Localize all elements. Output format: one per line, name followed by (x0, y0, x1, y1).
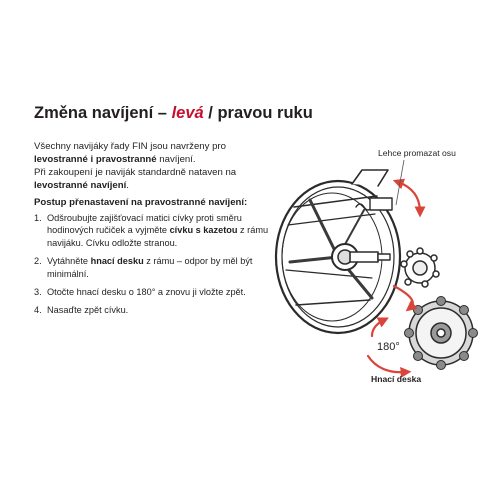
page-title: Změna navíjení – levá / pravou ruku (34, 104, 313, 123)
step-item: 4. Nasaďte zpět cívku. (34, 304, 274, 316)
intro-bold: levostranné navíjení (34, 180, 127, 191)
step-text: Vytáhněte (47, 256, 91, 267)
step-text: Odšroubujte zajišťovací matici cívky pro… (47, 213, 242, 236)
label-drive-plate: Hnací deska (371, 374, 422, 384)
label-lubricate-axle: Lehce promazat osu (378, 148, 456, 158)
reel-frame (274, 169, 402, 335)
step-item: 2. Vytáhněte hnací desku z rámu – odpor … (34, 255, 274, 280)
step-number: 2. (34, 256, 42, 267)
step-text: Nasaďte zpět cívku. (47, 305, 129, 316)
step-text: z rámu navijáku. Cívku odložte stranou. (47, 225, 269, 248)
step-bold: hnací desku (90, 256, 144, 267)
direction-arrows (366, 178, 426, 378)
nut-gear (400, 247, 440, 288)
intro-line: Při zakoupení je naviják standardně nata… (34, 167, 237, 178)
oil-leader-line (395, 159, 405, 206)
title-text: Změna navíjení – (34, 104, 172, 122)
step-bold: cívku s kazetou (169, 225, 238, 236)
step-text: z rámu – odpor by měl být minimální. (47, 256, 253, 279)
drive-plate (404, 296, 478, 370)
reel-diagram (274, 159, 478, 378)
intro-bold: levostranné i pravostranné (34, 154, 157, 165)
procedure-title: Postup přenastavení na pravostranné naví… (34, 197, 248, 208)
intro-line: navíjení. (156, 154, 196, 165)
intro-line: . (126, 180, 129, 191)
step-number: 1. (34, 213, 42, 223)
steps-list: 1. Odšroubujte zajišťovací matici cívky … (34, 212, 274, 323)
title-emphasis: levá (171, 104, 204, 122)
step-item: 3. Otočte hnací desku o 180° a znovu ji … (34, 286, 274, 298)
step-number: 3. (34, 287, 42, 298)
step-number: 4. (34, 305, 42, 316)
step-item: 1. Odšroubujte zajišťovací matici cívky … (34, 212, 274, 249)
title-text-end: / pravou ruku (203, 104, 313, 122)
intro-paragraph: Všechny navijáky řady FIN jsou navrženy … (34, 140, 284, 192)
label-rotation: 180° (377, 341, 400, 353)
intro-line: Všechny navijáky řady FIN jsou navrženy … (34, 141, 226, 152)
step-text: Otočte hnací desku o 180° a znovu ji vlo… (47, 287, 246, 298)
